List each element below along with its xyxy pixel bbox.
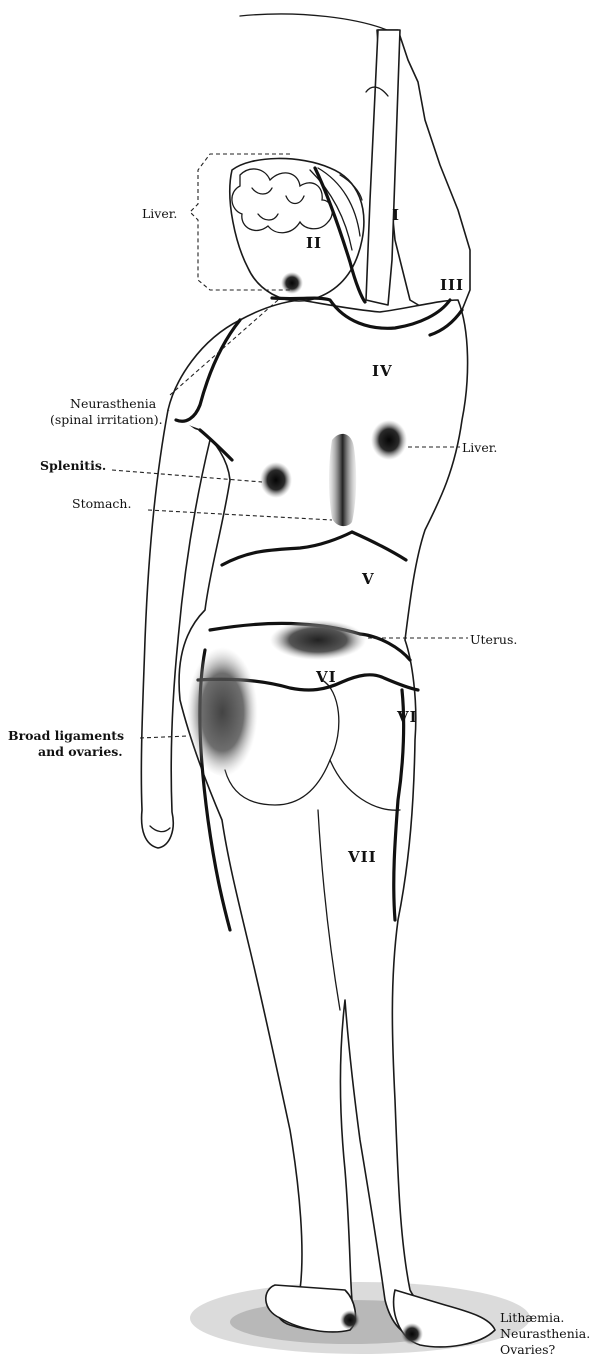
right-heel-spot [401,1323,423,1345]
uterus-spot [270,620,366,660]
liver-back-label: Liver. [462,440,497,455]
zone-i-label: I [392,206,400,224]
zone-vi-right-label: VI [396,708,418,726]
zone-v-label: V [361,570,375,588]
liver-back-spot [371,420,407,460]
broad-ligaments-shade [187,647,258,777]
neurasthenia-label-line2: (spinal irritation). [50,412,163,427]
stomach-band [329,434,356,526]
zone-vii-label: VII [347,848,377,866]
feet-label-line2: Neurasthenia. [500,1326,590,1341]
feet-label-line3: Ovaries? [500,1342,556,1357]
broad-ligaments-label-line1: Broad ligaments [8,728,124,743]
zone-iv-label: IV [372,362,393,380]
liver-head-label: Liver. [142,206,177,221]
stomach-label: Stomach. [72,496,131,511]
spleen-spot [260,462,292,498]
body-outline [141,300,495,1347]
broad-ligaments-label-line2: and ovaries. [38,744,123,759]
zone-ii-label: II [306,234,322,252]
uterus-label: Uterus. [470,632,517,647]
splenitis-label: Splenitis. [40,458,106,473]
zone-iii-label: III [440,276,464,294]
neck-spot [281,272,303,294]
feet-label-line1: Lithæmia. [500,1310,564,1325]
neurasthenia-label-line1: Neurasthenia [70,396,157,411]
zone-vi-center-label: VI [315,668,337,686]
left-heel-spot [340,1310,360,1330]
